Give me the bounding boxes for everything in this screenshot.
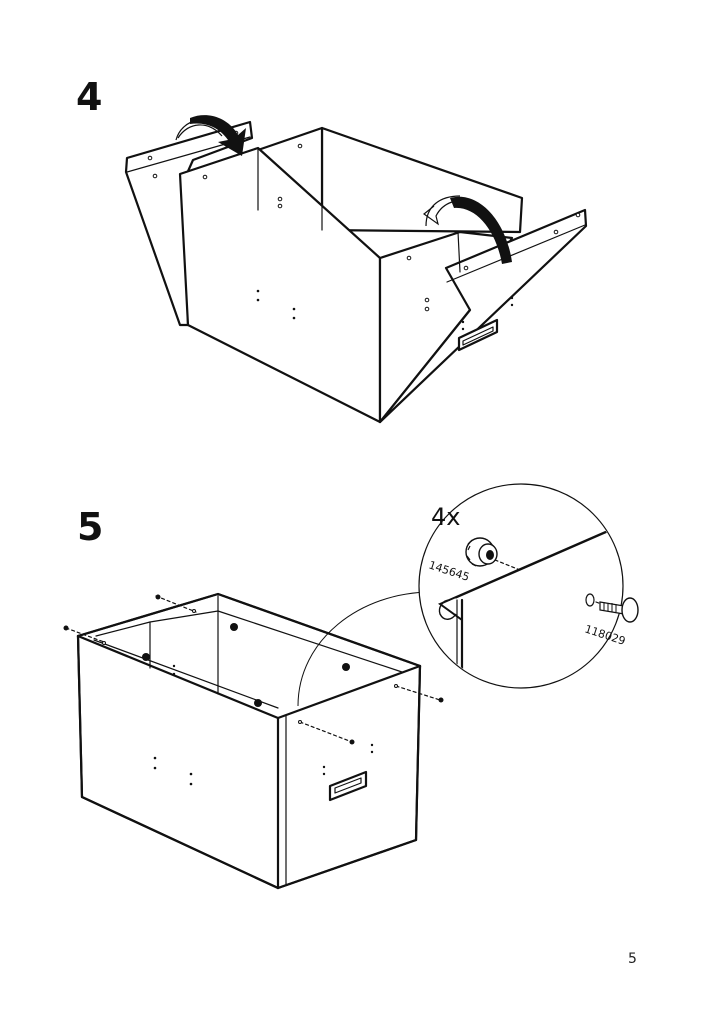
- fold-arrow-icon: [175, 115, 246, 156]
- step-4-number: 4: [76, 75, 103, 119]
- quantity-label: 4x: [431, 503, 460, 531]
- fold-arrow-icon: [423, 195, 512, 264]
- knob-nut-icon: [465, 537, 498, 567]
- right-flap: [378, 208, 588, 424]
- step-5-number: 5: [77, 505, 104, 549]
- box-body: [76, 592, 422, 890]
- page-number: 5: [628, 951, 637, 967]
- detail-callout: 4x 145645 118029: [418, 483, 639, 689]
- screw-icon: [585, 593, 639, 623]
